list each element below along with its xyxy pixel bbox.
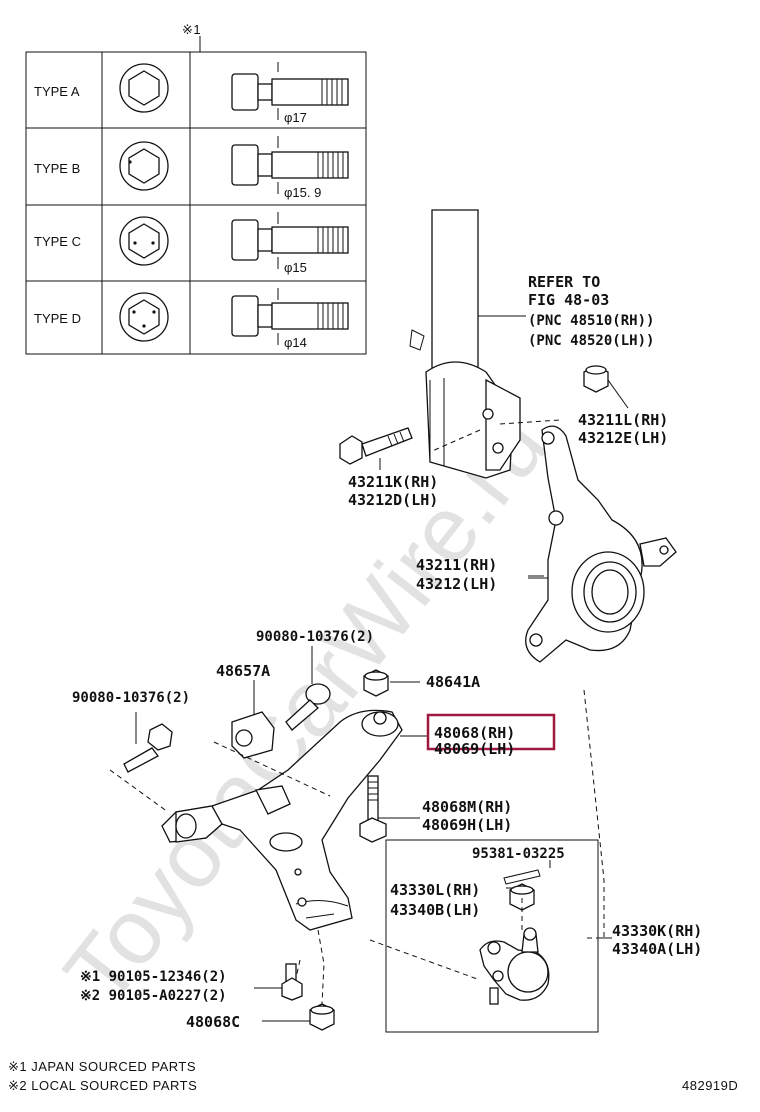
callout-95381: 95381-03225 (472, 846, 565, 862)
callout-48068M-rh: 48068M(RH) (422, 798, 512, 816)
type-a-label: TYPE A (34, 84, 80, 99)
footnote-japan: ※1 JAPAN SOURCED PARTS (8, 1059, 196, 1074)
callout-90080-left: 90080-10376(2) (72, 690, 190, 706)
assembly-dashed-lines (109, 419, 605, 1005)
bracket-bolt-left-icon (123, 712, 173, 773)
callout-90105-japan: ※1 90105-12346(2) (80, 969, 227, 985)
strut-assembly-icon (409, 209, 526, 479)
callout-refer-line2: FIG 48-03 (528, 291, 609, 309)
knuckle-nut-icon (583, 365, 629, 409)
arm-nut-icon (363, 669, 420, 697)
callout-43211-lh: 43212(LH) (416, 575, 497, 593)
footnote-local: ※2 LOCAL SOURCED PARTS (8, 1078, 197, 1093)
callout-48641A: 48641A (426, 673, 480, 691)
figure-id: 482919D (682, 1078, 738, 1093)
callout-43211-rh: 43211(RH) (416, 556, 497, 574)
callout-48068-rh: 48068(RH) (434, 724, 515, 742)
callout-43330L-rh: 43330L(RH) (390, 881, 480, 899)
type-d-diameter: φ14 (284, 335, 307, 350)
type-b-label: TYPE B (34, 161, 80, 176)
arm-rear-bolt-icon (254, 963, 303, 1001)
type-c-head-icon (119, 216, 169, 266)
callout-43330K-rh: 43330K(RH) (612, 922, 702, 940)
type-a-diameter: φ17 (284, 110, 307, 125)
highlight-box (426, 713, 556, 751)
type-d-head-icon (119, 292, 169, 342)
callout-refer-line4: (PNC 48520(LH)) (528, 333, 654, 349)
lower-control-arm-icon (161, 709, 403, 931)
type-c-diameter: φ15 (284, 260, 307, 275)
callout-43211K-lh: 43212D(LH) (348, 491, 438, 509)
type-b-head-icon (119, 141, 169, 191)
callout-refer-line3: (PNC 48510(RH)) (528, 313, 654, 329)
type-d-bolt-icon (231, 288, 349, 345)
type-a-bolt-icon (231, 62, 349, 120)
type-b-bolt-icon (231, 136, 349, 194)
type-a-head-icon (119, 63, 169, 113)
table-header-note: ※1 (182, 22, 201, 37)
callout-48657A: 48657A (216, 662, 270, 680)
leader-lines (400, 577, 612, 939)
type-c-label: TYPE C (34, 234, 81, 249)
callout-90105-local: ※2 90105-A0227(2) (80, 988, 227, 1004)
callout-43211K-rh: 43211K(RH) (348, 473, 438, 491)
callout-43211L-rh: 43211L(RH) (578, 411, 668, 429)
type-c-bolt-icon (231, 212, 349, 269)
steering-knuckle-icon (525, 425, 677, 663)
arm-bolt-icon (359, 775, 420, 843)
type-d-label: TYPE D (34, 311, 81, 326)
callout-90080-upper: 90080-10376(2) (256, 629, 374, 645)
ball-joint-box (385, 839, 599, 1033)
callout-48068-lh: 48069(LH) (434, 740, 515, 758)
callout-43330L-lh: 43340B(LH) (390, 901, 480, 919)
arm-rear-nut-icon (262, 1003, 335, 1031)
callout-43211L-lh: 43212E(LH) (578, 429, 668, 447)
callout-48068C: 48068C (186, 1013, 240, 1031)
type-b-diameter: φ15. 9 (284, 185, 321, 200)
bracket-bolt-upper-icon (285, 646, 331, 731)
fastener-type-table: ※1 TYPE A TYPE B TYPE C TYPE D (25, 22, 367, 355)
strut-bolt-icon (339, 427, 413, 470)
bushing-bracket-icon (231, 680, 275, 759)
callout-refer-line1: REFER TO (528, 273, 600, 291)
callout-48068M-lh: 48069H(LH) (422, 816, 512, 834)
callout-43330K-lh: 43340A(LH) (612, 940, 702, 958)
